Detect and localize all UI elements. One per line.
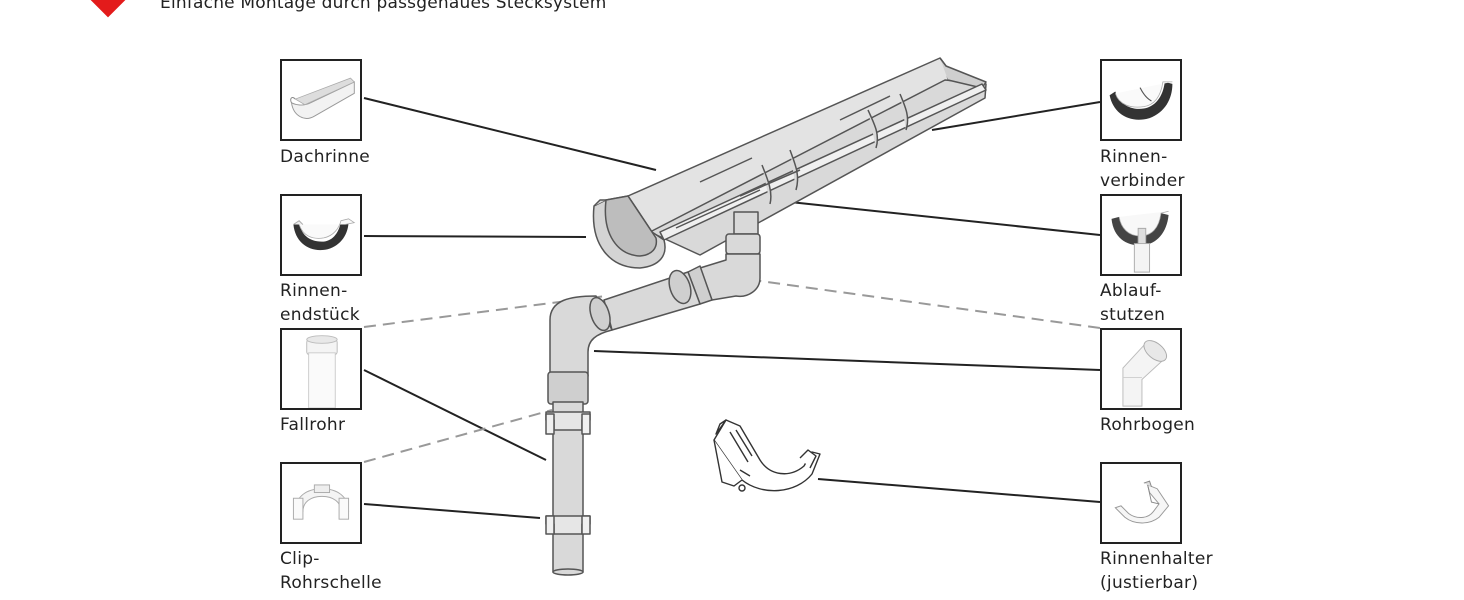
downpipe-icon [306,335,338,408]
leader-rinnenhalter [817,478,1101,503]
gutter-icon [290,77,355,119]
label-fallrohr: Fallrohr [280,415,346,435]
pipe-clip-icon [292,484,350,520]
header-text: Einfache Montage durch passgenaues Steck… [160,0,607,13]
rohrbogen-image [1100,328,1182,410]
gutter-connector-icon [1109,81,1173,120]
label-clip-rohrschelle: Clip- Rohrschelle [280,549,382,593]
label-rinnenverbinder: Rinnen- verbinder [1100,147,1185,191]
label-dachrinne: Dachrinne [280,147,371,167]
outlet-icon [1111,210,1169,273]
leader-rinnenverbinder [931,101,1101,131]
rinnenendstueck-image [280,194,362,276]
leader-dachrinne [363,97,657,171]
leader-ablaufstutzen [789,201,1101,236]
leader-rinnenendstueck [363,235,587,238]
fallrohr-image [280,328,362,410]
dashed-lines [363,280,1101,463]
rinnenhalter-image [1100,462,1182,544]
label-ablaufstutzen: Ablauf- stutzen [1100,281,1166,325]
leader-clip [363,503,541,519]
label-rinnenhalter: Rinnenhalter (justierbar) [1100,549,1213,593]
dachrinne-image [280,59,362,141]
ablaufstutzen-image [1100,194,1182,276]
rinnenverbinder-image [1100,59,1182,141]
gutter-body [592,57,987,269]
clip-rohrschelle-image [280,462,362,544]
pipe-bend-icon [1122,340,1168,407]
leader-rohrbogen [593,350,1101,371]
label-rohrbogen: Rohrbogen [1100,415,1196,435]
label-rinnenendstueck: Rinnen- endstück [280,281,360,325]
downpipe-assembly [545,211,761,576]
connector-lines [363,97,1101,519]
gutter-end-cap-icon [293,218,356,251]
gutter-bracket-drawing [713,419,821,492]
leader-fallrohr [363,369,547,461]
gutter-bracket-icon [1114,480,1170,524]
